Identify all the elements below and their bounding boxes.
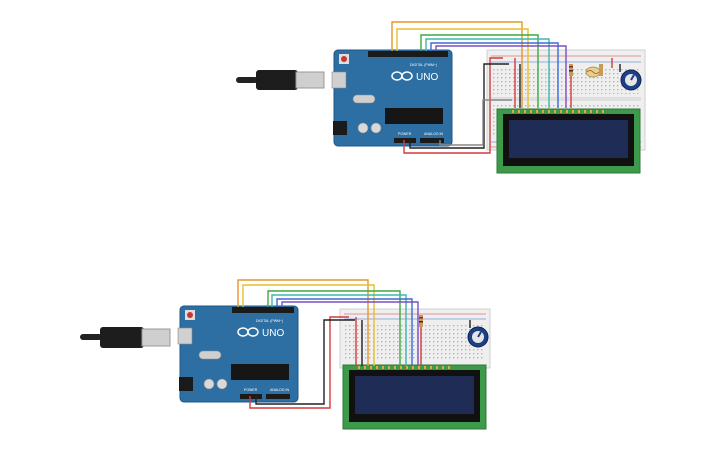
wire-red[interactable]: [249, 316, 349, 409]
digital-label: DIGITAL (PWM~): [410, 63, 437, 67]
digital-header: [368, 51, 448, 57]
wire-orange[interactable]: [391, 21, 523, 108]
circuit-top: UNO DIGITAL (PWM~) POWER ANALOG IN: [236, 21, 646, 174]
atmega-chip: [231, 364, 289, 380]
lcd-screen: [509, 120, 628, 158]
lcd-screen: [355, 376, 474, 414]
wire-blue[interactable]: [430, 42, 559, 108]
wire-black[interactable]: [409, 63, 509, 149]
digital-label: DIGITAL (PWM~): [256, 319, 283, 323]
lcd-display[interactable]: [342, 364, 487, 430]
wire-black[interactable]: [255, 319, 355, 405]
analog-label: ANALOG IN: [270, 388, 290, 392]
usb-cable[interactable]: [236, 70, 325, 90]
power-label: POWER: [244, 388, 258, 392]
power-jack: [333, 121, 347, 135]
potentiometer[interactable]: [620, 69, 642, 91]
wire-teal[interactable]: [271, 294, 407, 366]
wire-orange[interactable]: [237, 279, 369, 366]
arduino-board[interactable]: UNO DIGITAL (PWM~) POWER ANALOG IN: [177, 305, 299, 403]
analog-label: ANALOG IN: [424, 132, 444, 136]
wire-teal[interactable]: [425, 38, 550, 108]
resistor[interactable]: [419, 315, 423, 327]
power-label: POWER: [398, 132, 412, 136]
resistor[interactable]: [569, 64, 573, 76]
power-jack: [179, 377, 193, 391]
atmega-chip: [385, 108, 443, 124]
wire-yellow[interactable]: [396, 28, 529, 108]
wire-gray[interactable]: [439, 99, 512, 146]
photoresistor[interactable]: [585, 64, 603, 78]
wire-green[interactable]: [420, 34, 539, 108]
wire-green[interactable]: [267, 290, 401, 366]
uno-logo-text: UNO: [262, 328, 284, 339]
digital-header: [232, 307, 294, 313]
wire-red[interactable]: [403, 57, 503, 154]
usb-cable[interactable]: [80, 327, 171, 348]
circuit-bottom: UNO DIGITAL (PWM~) POWER ANALOG IN: [80, 279, 491, 430]
potentiometer[interactable]: [467, 326, 489, 348]
wire-blue[interactable]: [276, 298, 413, 366]
lcd-display[interactable]: [496, 108, 641, 174]
wire-purple[interactable]: [281, 301, 419, 366]
arduino-board[interactable]: UNO DIGITAL (PWM~) POWER ANALOG IN: [331, 49, 453, 147]
wire-purple[interactable]: [435, 45, 567, 108]
wires-top: [391, 21, 621, 154]
wires-bottom: [237, 279, 471, 409]
uno-logo-text: UNO: [416, 72, 438, 83]
wire-yellow[interactable]: [242, 284, 375, 366]
